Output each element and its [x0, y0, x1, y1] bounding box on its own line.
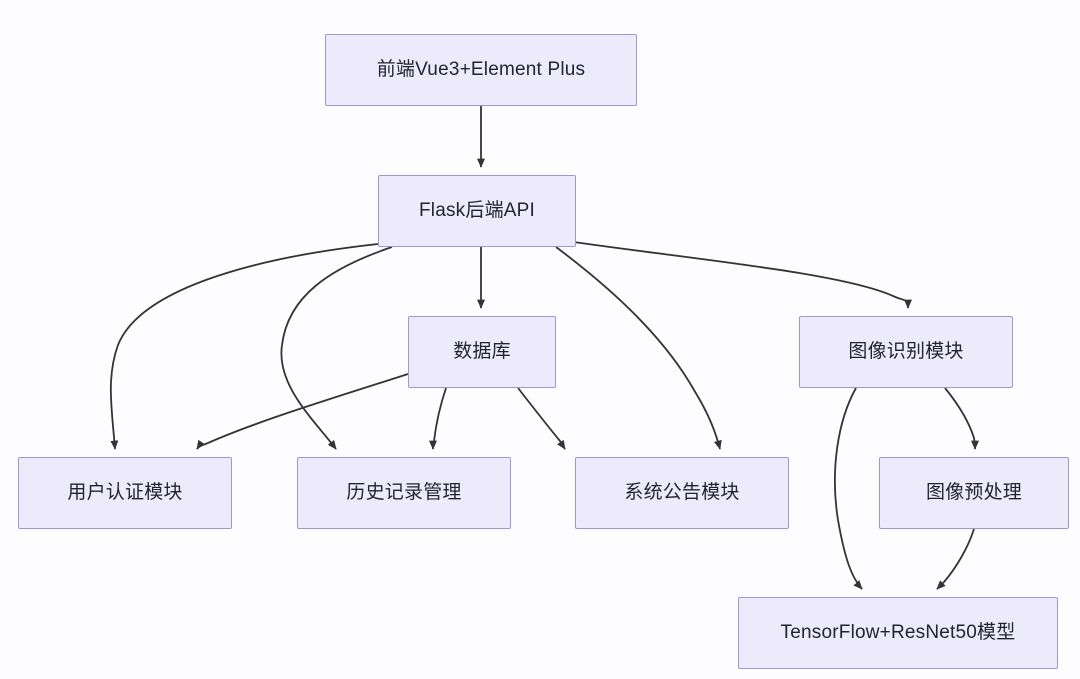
- node-user-auth-label: 用户认证模块: [67, 482, 183, 504]
- node-announcement-label: 系统公告模块: [624, 482, 740, 504]
- node-preprocess[interactable]: 图像预处理: [879, 457, 1069, 529]
- node-image-recognition[interactable]: 图像识别模块: [799, 316, 1013, 388]
- edge-image-recognition-to-preprocess: [944, 387, 979, 450]
- node-model-label: TensorFlow+ResNet50模型: [780, 622, 1016, 644]
- node-frontend[interactable]: 前端Vue3+Element Plus: [325, 34, 637, 106]
- edge-image-recognition-to-model: [834, 387, 863, 590]
- edge-database-to-history: [429, 387, 447, 450]
- node-backend-label: Flask后端API: [418, 200, 536, 222]
- edge-preprocess-to-model: [936, 528, 975, 590]
- node-frontend-label: 前端Vue3+Element Plus: [376, 59, 586, 81]
- node-model[interactable]: TensorFlow+ResNet50模型: [738, 597, 1058, 669]
- node-announcement[interactable]: 系统公告模块: [575, 457, 789, 529]
- edge-backend-to-announcement: [555, 246, 722, 450]
- edge-backend-to-history: [280, 246, 393, 450]
- edge-backend-to-image-recognition: [559, 239, 912, 309]
- edge-backend-to-user-auth: [109, 243, 379, 450]
- node-image-recognition-label: 图像识别模块: [848, 341, 964, 363]
- node-database[interactable]: 数据库: [408, 316, 556, 388]
- node-backend[interactable]: Flask后端API: [378, 175, 576, 247]
- node-history[interactable]: 历史记录管理: [297, 457, 511, 529]
- node-database-label: 数据库: [453, 341, 511, 363]
- node-preprocess-label: 图像预处理: [925, 482, 1022, 504]
- node-history-label: 历史记录管理: [346, 482, 462, 504]
- edge-database-to-user-auth: [196, 373, 409, 450]
- edge-database-to-announcement: [517, 387, 566, 450]
- node-user-auth[interactable]: 用户认证模块: [18, 457, 232, 529]
